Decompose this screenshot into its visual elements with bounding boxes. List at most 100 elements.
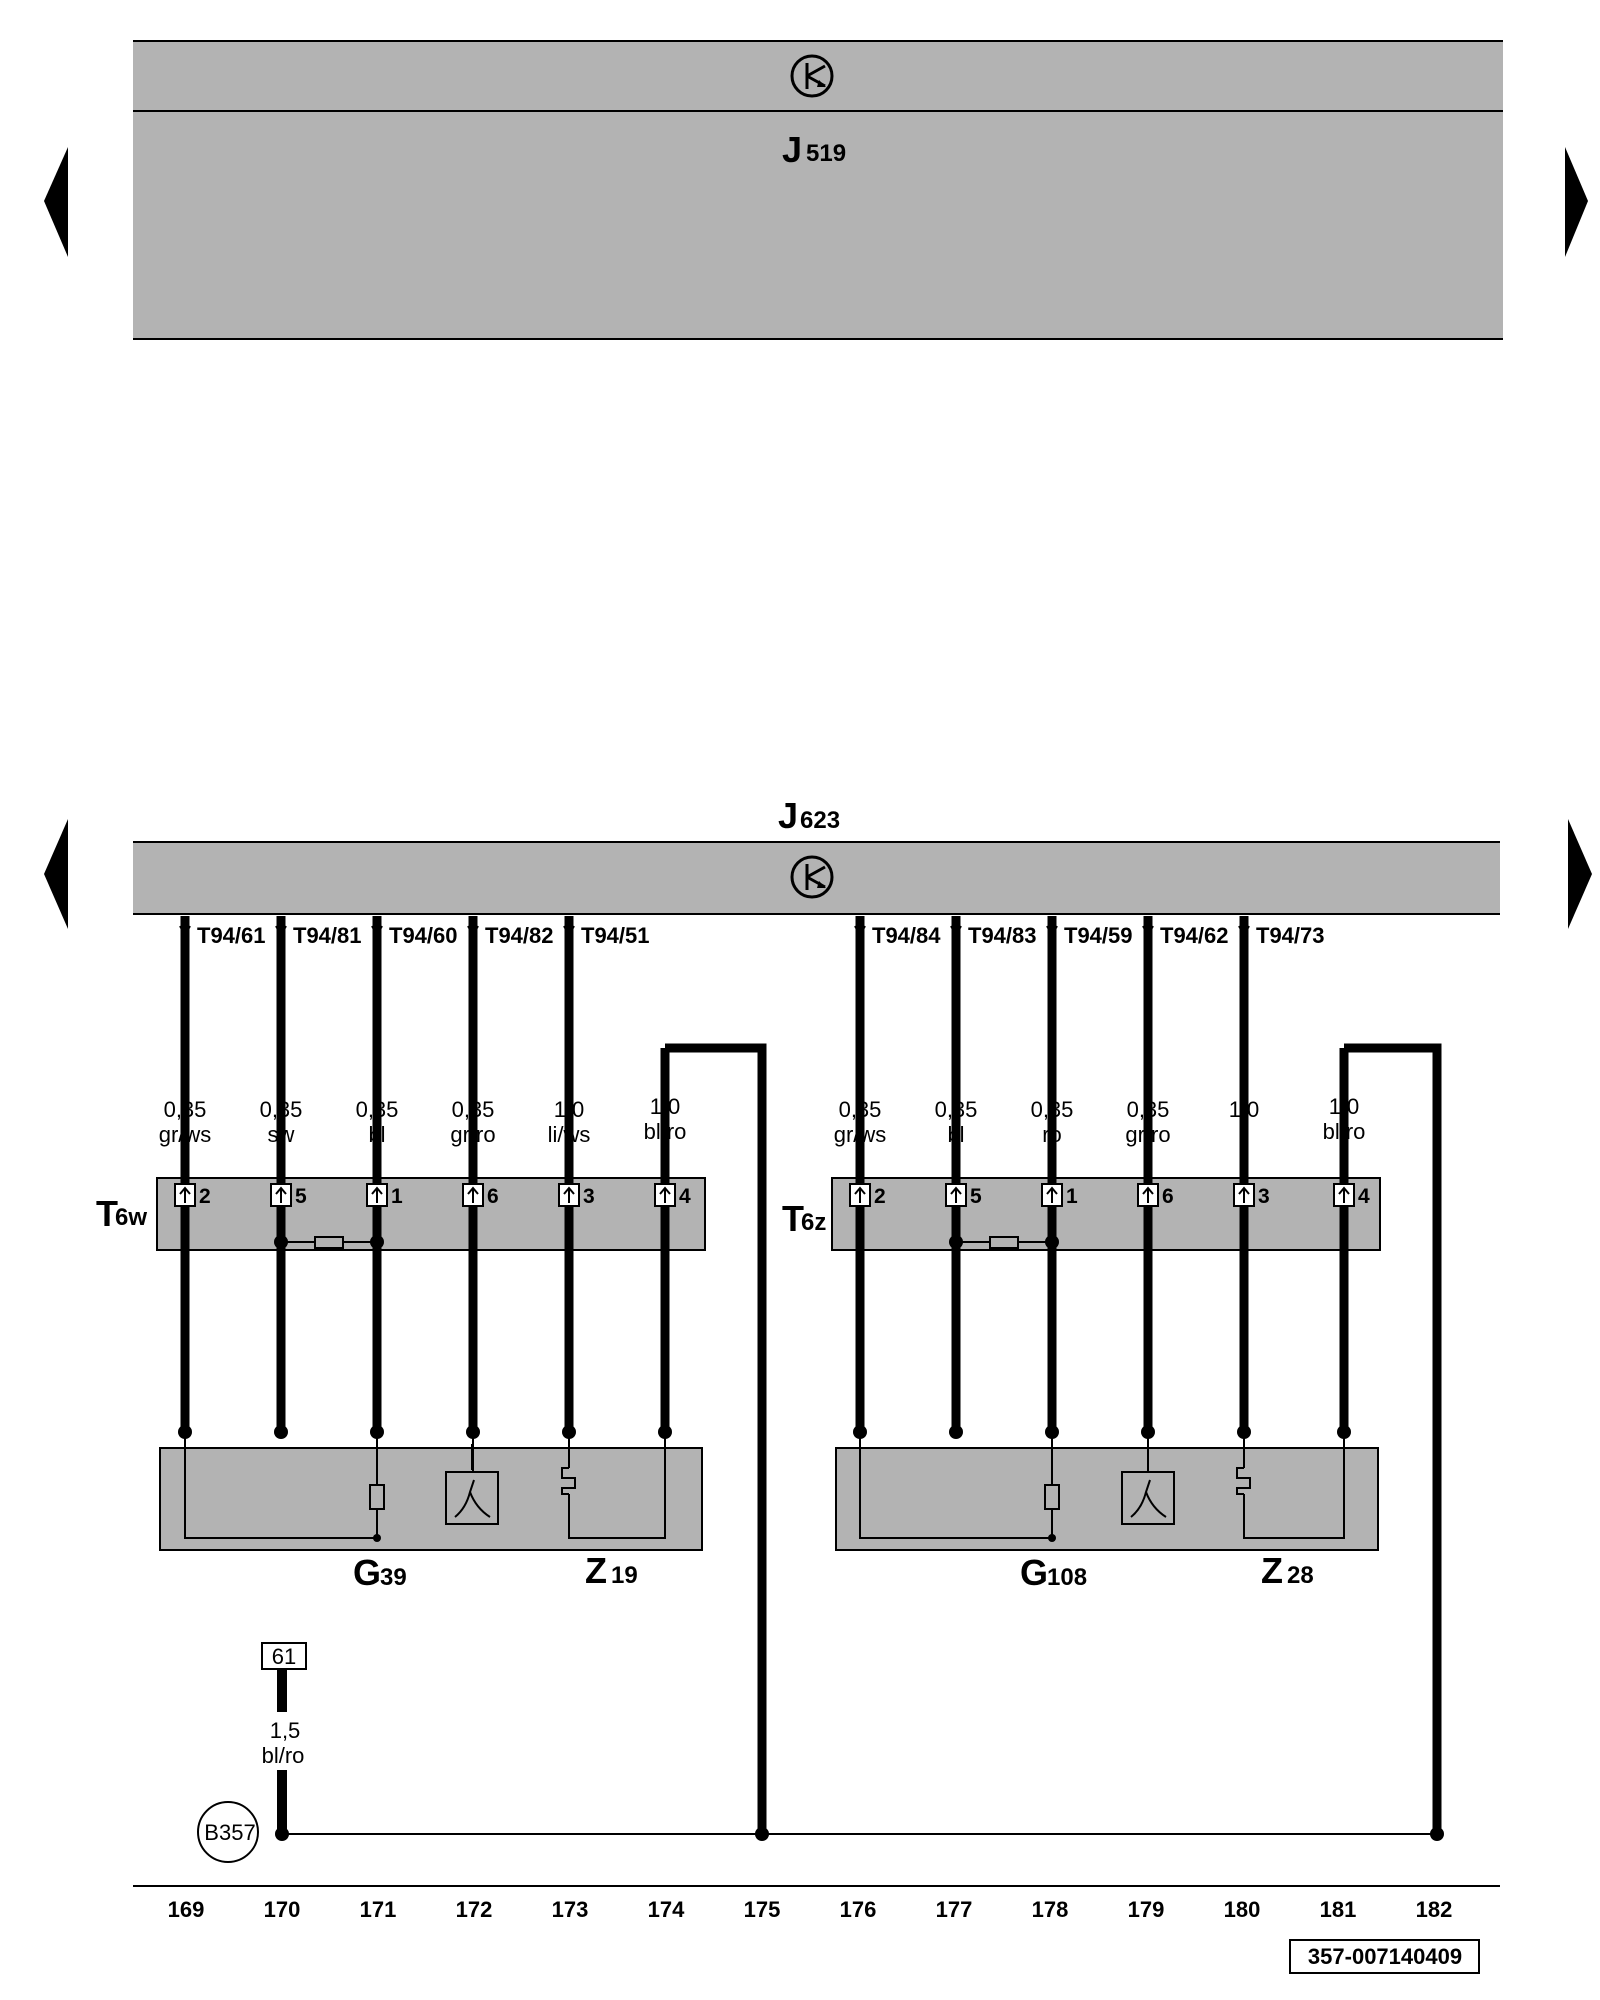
pin-number: 6 [487,1185,499,1208]
nav-left-arrow-icon[interactable] [44,147,68,257]
control-unit-icon [790,54,834,98]
pin-arrow-icon [854,925,866,938]
pin-arrow-icon [275,925,287,938]
pin-arrow-icon [1142,925,1154,938]
junction-dot [949,1425,963,1439]
connector-t6z-sub: 6z [801,1209,826,1236]
pin-arrow-icon [467,1186,479,1203]
doc-number-box [1289,1939,1480,1974]
pin-arrow-icon [563,925,575,938]
junction-dot [1045,1235,1059,1249]
pin-ref: T94/61 [197,923,266,948]
pin-ref: T94/51 [581,923,650,948]
track-number: 173 [552,1897,589,1922]
pin-number: 2 [874,1185,886,1208]
junction-dot [755,1827,769,1841]
pin-number: 1 [391,1185,403,1208]
pin-ref: T94/82 [485,923,554,948]
track-number: 179 [1128,1897,1165,1922]
component-z19-letter: Z [585,1550,607,1591]
pin-number: 3 [583,1185,595,1208]
heater-icon [1236,1467,1251,1495]
track-number: 176 [840,1897,877,1922]
component-g108-letter: G [1020,1552,1048,1593]
pin-ref: T94/59 [1064,923,1133,948]
wire [1344,1043,1442,1834]
thermistor-icon [1121,1432,1175,1525]
pin-arrow-icon [275,1186,287,1203]
track-number: 182 [1416,1897,1453,1922]
supply-wire-gauge: 1,5 [270,1718,301,1743]
pin-number: 4 [1358,1185,1370,1208]
pin-ref: T94/83 [968,923,1037,948]
junction-dot [1430,1827,1444,1841]
connection-b357-label: B357 [204,1820,255,1845]
component-z28-number: 28 [1287,1562,1314,1589]
resistor-icon [1044,1484,1060,1510]
pin-arrow-icon [467,925,479,938]
pin-arrow-icon [950,925,962,938]
nav-left-arrow-icon[interactable] [44,819,68,929]
doc-number: 357-007140409 [1308,1944,1462,1969]
track-number: 171 [360,1897,397,1922]
pin-arrow-icon [659,1186,671,1203]
pin-arrow-icon [1046,1186,1058,1203]
pin-arrow-icon [371,1186,383,1203]
pin-ref: T94/81 [293,923,362,948]
pin-ref: T94/73 [1256,923,1325,948]
module-j519-number: 519 [806,140,846,167]
connector-t6z-box [831,1177,1381,1251]
track-number: 175 [744,1897,781,1922]
pin-number: 5 [295,1185,307,1208]
track-number: 170 [264,1897,301,1922]
component-g39-letter: G [353,1552,381,1593]
control-unit-icon [790,855,834,899]
module-j519: J 519 [133,40,1503,340]
nav-right-arrow-icon[interactable] [1565,147,1588,257]
module-j623-number: 623 [800,807,840,834]
junction-dot [370,1235,384,1249]
pin-number: 5 [970,1185,982,1208]
connection-b357-circle [197,1801,259,1863]
pin-number: 1 [1066,1185,1078,1208]
pin-number: 6 [1162,1185,1174,1208]
component-g108-z28-box [835,1447,1379,1551]
thermistor-icon [445,1432,499,1525]
pin-arrow-icon [371,925,383,938]
pin-arrow-icon [854,1186,866,1203]
junction-dot [373,1534,381,1542]
pin-arrow-icon [1238,1186,1250,1203]
module-j519-letter: J [782,129,802,170]
track-number: 177 [936,1897,973,1922]
track-number: 180 [1224,1897,1261,1922]
pin-arrow-icon [1238,925,1250,938]
resistor-icon [314,1236,344,1249]
component-g108-number: 108 [1047,1564,1087,1591]
component-g39-number: 39 [380,1564,407,1591]
component-z19-number: 19 [611,1562,638,1589]
junction-dot [1048,1534,1056,1542]
pin-arrow-icon [563,1186,575,1203]
resistor-icon [989,1236,1019,1249]
heater-icon [561,1467,576,1495]
connector-t6z-letter: T [782,1198,804,1239]
track-number: 181 [1320,1897,1357,1922]
component-z28-letter: Z [1261,1550,1283,1591]
pin-arrow-icon [1142,1186,1154,1203]
resistor-icon [369,1484,385,1510]
junction-dot [274,1235,288,1249]
junction-dot [949,1235,963,1249]
track-number: 169 [168,1897,205,1922]
pin-number: 4 [679,1185,691,1208]
module-j623: J 623 [133,795,1500,915]
terminal-61-label: 61 [272,1644,296,1669]
component-internals-right [859,1432,1345,1539]
track-number: 178 [1032,1897,1069,1922]
connector-t6w-sub: 6w [115,1204,147,1231]
pin-number: 2 [199,1185,211,1208]
connector-t6w-box [156,1177,706,1251]
nav-right-arrow-icon[interactable] [1568,819,1592,929]
wire [665,1043,767,1834]
